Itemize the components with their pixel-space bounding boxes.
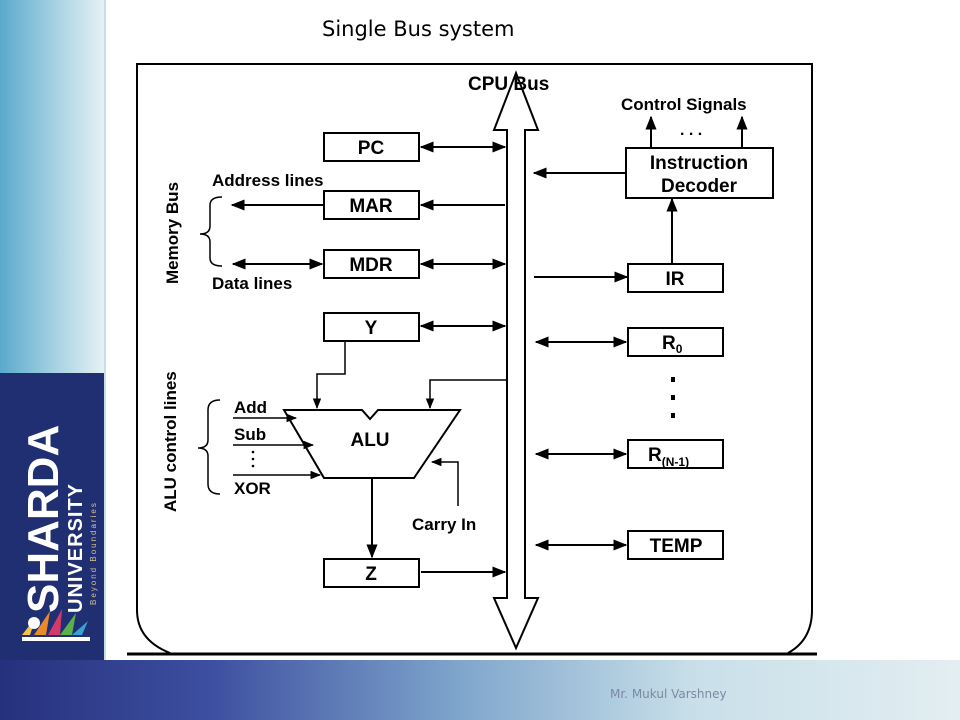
alu-block <box>282 409 462 479</box>
cpu-bus <box>492 70 540 651</box>
alu-op-xor: XOR <box>234 479 271 498</box>
memory-bus-label: Memory Bus <box>163 182 182 284</box>
instruction-decoder-box <box>625 147 774 199</box>
university-logo: SHARDA UNIVERSITY Beyond Boundaries <box>0 373 104 660</box>
rn1-label: R(N-1) <box>648 445 689 469</box>
instruction-decoder-line1: Instruction <box>650 153 748 174</box>
rn1-subscript: (N-1) <box>662 455 689 469</box>
alu-op-ellipsis-dot <box>251 464 255 468</box>
ir-register <box>627 263 724 293</box>
logo-tagline: Beyond Boundaries <box>89 501 98 605</box>
carry-in-label: Carry In <box>412 515 476 534</box>
ir-label: IR <box>666 269 685 290</box>
logo-sub: UNIVERSITY <box>65 483 87 613</box>
memory-bus-brace <box>199 196 223 267</box>
instruction-decoder-line2: Decoder <box>661 176 738 197</box>
r0-label: R0 <box>662 333 683 356</box>
alu-op-add: Add <box>234 398 267 417</box>
alu-op-sub: Sub <box>234 425 266 444</box>
r0-subscript: 0 <box>676 342 683 356</box>
pc-label: PC <box>358 138 385 159</box>
r0-register <box>627 327 724 357</box>
alu-control-lines-label: ALU control lines <box>161 371 180 512</box>
y-register <box>323 312 420 342</box>
alu-op-ellipsis-dot <box>251 450 255 454</box>
mdr-register <box>323 249 420 279</box>
control-signals-label: Control Signals <box>621 95 747 114</box>
register-ellipsis-dot <box>671 395 675 400</box>
control-signals-dots: . . . <box>680 122 702 139</box>
temp-label: TEMP <box>650 536 703 557</box>
cpu-bus-label: CPU Bus <box>468 74 549 95</box>
alu-label: ALU <box>350 430 389 451</box>
z-label: Z <box>365 564 377 585</box>
address-lines-label: Address lines <box>212 171 324 190</box>
y-to-alu-arrow <box>312 341 346 410</box>
slide-title: Single Bus system <box>322 17 515 41</box>
bottom-decorative-band <box>0 660 960 720</box>
register-ellipsis-dot <box>671 413 675 418</box>
footer-author: Mr. Mukul Varshney <box>610 687 727 701</box>
rn1-register <box>627 439 724 469</box>
z-register <box>323 558 420 588</box>
temp-register <box>627 530 724 560</box>
logo-emblem-icon <box>22 609 90 641</box>
pc-register <box>323 132 420 162</box>
mar-label: MAR <box>349 196 393 217</box>
data-lines-label: Data lines <box>212 274 292 293</box>
bus-to-alu-arrow <box>425 379 507 410</box>
alu-control-brace <box>197 399 221 495</box>
alu-op-ellipsis-dot <box>251 457 255 461</box>
register-ellipsis-dot <box>671 377 675 382</box>
diagram-frame <box>136 63 813 654</box>
left-band-edge <box>104 0 106 660</box>
carry-in-arrow <box>430 457 459 506</box>
mdr-label: MDR <box>349 255 393 276</box>
logo-name: SHARDA <box>19 425 68 613</box>
y-label: Y <box>365 318 378 339</box>
